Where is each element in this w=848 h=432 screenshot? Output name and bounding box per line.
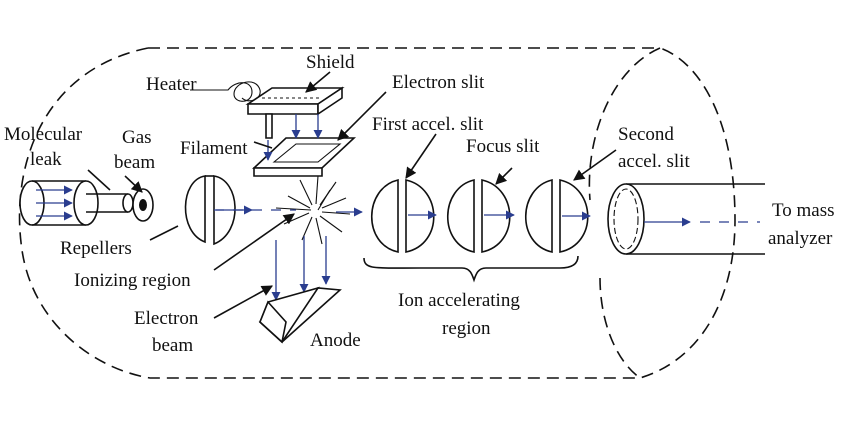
gas-beam-disc bbox=[132, 188, 154, 222]
vacuum-envelope bbox=[18, 47, 736, 379]
exit-tube bbox=[607, 183, 765, 255]
leader-lines bbox=[87, 71, 617, 319]
focus-slit-label: Focus slit bbox=[466, 136, 540, 157]
to-mass-analyzer-label-2: analyzer bbox=[768, 228, 833, 249]
gas-beam-label-2: beam bbox=[114, 152, 155, 173]
first-accel-slit bbox=[370, 178, 435, 253]
anode-label: Anode bbox=[310, 330, 361, 351]
electron-slit-label: Electron slit bbox=[392, 72, 485, 93]
ionizing-region-label: Ionizing region bbox=[74, 270, 191, 291]
electron-beam-label-2: beam bbox=[152, 335, 193, 356]
ion-accelerating-brace bbox=[363, 255, 579, 283]
filament-label: Filament bbox=[180, 138, 248, 159]
heater-coil bbox=[190, 81, 261, 102]
ion-accelerating-region-label-1: Ion accelerating bbox=[398, 290, 520, 311]
electron-slit-plate bbox=[251, 137, 357, 177]
molecular-leak-label-2: leak bbox=[30, 149, 62, 170]
second-accel-slit-label-1: Second bbox=[618, 124, 674, 145]
anode bbox=[258, 286, 342, 344]
molecular-leak-label-1: Molecular bbox=[4, 124, 83, 145]
gas-beam-label-1: Gas bbox=[122, 127, 152, 148]
ionizing-burst bbox=[275, 175, 351, 245]
focus-slit bbox=[446, 178, 511, 253]
repellers-label: Repellers bbox=[60, 238, 132, 259]
heater-label: Heater bbox=[146, 74, 197, 95]
molecular-leak-tube bbox=[19, 180, 134, 226]
electron-beam-label-1: Electron bbox=[134, 308, 199, 329]
shield bbox=[245, 86, 345, 139]
first-accel-slit-label: First accel. slit bbox=[372, 114, 484, 135]
gas-inlet-arrows bbox=[36, 185, 73, 221]
to-mass-analyzer-label-1: To mass bbox=[772, 200, 835, 221]
envelope-inner-arc bbox=[588, 47, 661, 379]
ion-accelerating-region-label-2: region bbox=[442, 318, 491, 339]
second-accel-slit-label-2: accel. slit bbox=[618, 151, 690, 172]
shield-label: Shield bbox=[306, 52, 355, 73]
